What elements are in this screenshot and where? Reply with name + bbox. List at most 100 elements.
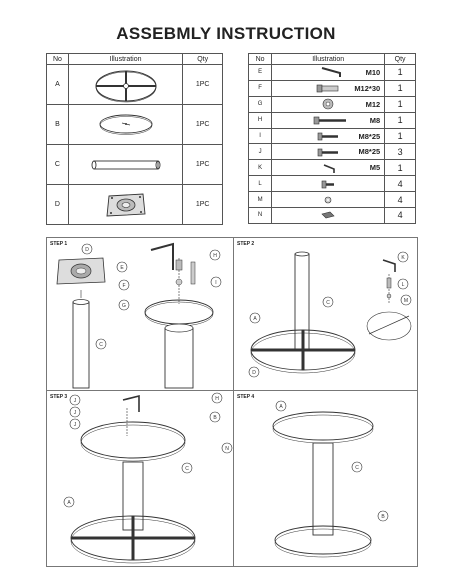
svg-text:M: M bbox=[404, 298, 408, 304]
svg-text:B: B bbox=[381, 514, 385, 520]
small-washer-icon bbox=[271, 191, 386, 209]
part-qty: 1 bbox=[384, 64, 416, 81]
small-allen-key-icon: M5 bbox=[271, 159, 386, 177]
part-qty: 1PC bbox=[182, 144, 223, 185]
step-3-label: STEP 3 bbox=[50, 394, 68, 400]
part-qty: 4 bbox=[384, 191, 416, 209]
svg-text:J: J bbox=[74, 398, 77, 404]
assembly-steps-panel: STEP 1 bbox=[46, 237, 418, 567]
screw-icon: M8*25 bbox=[271, 143, 386, 161]
part-no: I bbox=[247, 127, 273, 145]
table-row: M 4 bbox=[247, 191, 416, 209]
table-header: No Illustration Qty bbox=[46, 53, 223, 65]
table-row: E M10 1 bbox=[247, 64, 416, 81]
screw-icon: M8*25 bbox=[271, 127, 386, 145]
svg-text:I: I bbox=[215, 280, 216, 286]
step-4-label: STEP 4 bbox=[237, 394, 255, 400]
table-row: L 4 bbox=[247, 175, 416, 193]
svg-text:C: C bbox=[185, 466, 189, 472]
svg-text:L: L bbox=[402, 282, 405, 288]
svg-text:B: B bbox=[213, 415, 217, 421]
svg-text:D: D bbox=[85, 247, 89, 253]
part-qty: 1 bbox=[384, 79, 416, 97]
table-row: F M12*30 1 bbox=[247, 79, 416, 97]
svg-text:G: G bbox=[122, 303, 126, 309]
step-1-label: STEP 1 bbox=[50, 241, 68, 247]
allen-key-icon: M10 bbox=[271, 64, 386, 81]
svg-text:N: N bbox=[225, 446, 229, 452]
part-no: N bbox=[247, 207, 273, 224]
column-tube-icon bbox=[67, 144, 184, 185]
part-no: M bbox=[247, 191, 273, 209]
parts-table-large: No Illustration Qty A 1PC B 1PC bbox=[46, 53, 223, 225]
bolt-icon: M12*30 bbox=[271, 79, 386, 97]
table-row: J M8*25 3 bbox=[247, 143, 416, 161]
svg-text:H: H bbox=[213, 253, 217, 259]
svg-text:J: J bbox=[74, 410, 77, 416]
header-no: No bbox=[247, 53, 273, 65]
step-2-callouts: K L M C A D bbox=[252, 255, 408, 376]
svg-text:E: E bbox=[120, 265, 124, 271]
cross-base-icon bbox=[67, 64, 184, 105]
svg-text:C: C bbox=[355, 465, 359, 471]
part-qty: 1 bbox=[384, 127, 416, 145]
table-row: N 4 bbox=[247, 207, 416, 224]
svg-text:C: C bbox=[326, 300, 330, 306]
washer-icon: M12 bbox=[271, 95, 386, 113]
part-spec: M5 bbox=[369, 163, 381, 173]
part-qty: 1 bbox=[384, 111, 416, 129]
part-qty: 4 bbox=[384, 175, 416, 193]
table-row: H M8 1 bbox=[247, 111, 416, 129]
step-2-illustration: K L M C A D bbox=[248, 251, 412, 378]
svg-text:A: A bbox=[253, 316, 257, 322]
part-qty: 1 bbox=[384, 95, 416, 113]
part-no: H bbox=[247, 111, 273, 129]
svg-text:K: K bbox=[401, 255, 405, 261]
svg-text:D: D bbox=[252, 370, 256, 376]
svg-text:J: J bbox=[74, 422, 77, 428]
step-3-illustration: J J J H B N C A bbox=[63, 392, 233, 564]
panel-divider-vertical bbox=[233, 238, 234, 566]
part-spec: M8 bbox=[369, 115, 381, 125]
part-no: B bbox=[46, 104, 69, 145]
part-spec: M8*25 bbox=[358, 147, 381, 157]
header-qty: Qty bbox=[182, 53, 223, 65]
step-1-callouts: D E H F I G C bbox=[85, 247, 217, 348]
part-no: E bbox=[247, 64, 273, 81]
svg-text:C: C bbox=[99, 342, 103, 348]
parts-table-hardware: No Illustration Qty E M10 1 F M12*30 1 G… bbox=[247, 53, 416, 224]
part-spec: M12*30 bbox=[354, 83, 381, 93]
svg-text:F: F bbox=[122, 283, 125, 289]
part-qty: 4 bbox=[384, 207, 416, 224]
step-4-illustration: A C B bbox=[272, 400, 389, 558]
table-row: K M5 1 bbox=[247, 159, 416, 177]
base-plate-icon bbox=[67, 104, 184, 145]
table-row: B 1PC bbox=[46, 104, 223, 145]
table-row: C 1PC bbox=[46, 144, 223, 185]
svg-text:H: H bbox=[215, 396, 219, 402]
part-no: G bbox=[247, 95, 273, 113]
part-no: L bbox=[247, 175, 273, 193]
document-title: ASSEBMLY INSTRUCTION bbox=[116, 24, 336, 43]
long-screw-icon: M8 bbox=[271, 111, 386, 129]
part-spec: M10 bbox=[365, 68, 381, 77]
part-no: F bbox=[247, 79, 273, 97]
part-no: K bbox=[247, 159, 273, 177]
part-qty: 1 bbox=[384, 159, 416, 177]
short-screw-icon bbox=[271, 175, 386, 193]
table-row: D 1PC bbox=[46, 184, 223, 225]
part-qty: 3 bbox=[384, 143, 416, 161]
part-no: C bbox=[46, 144, 69, 185]
table-row: G M12 1 bbox=[247, 95, 416, 113]
table-row: A 1PC bbox=[46, 64, 223, 105]
step-3-callouts: J J J H B N C A bbox=[67, 396, 229, 506]
svg-text:A: A bbox=[279, 404, 283, 410]
part-qty: 1PC bbox=[182, 104, 223, 145]
part-spec: M8*25 bbox=[358, 131, 381, 141]
step-4-callouts: A C B bbox=[279, 404, 385, 520]
mounting-bracket-icon bbox=[67, 184, 184, 225]
part-qty: 1PC bbox=[182, 184, 223, 225]
header-illustration: Illustration bbox=[271, 53, 386, 65]
step-1-illustration: D E H F I G C bbox=[56, 242, 222, 389]
part-no: D bbox=[46, 184, 69, 225]
